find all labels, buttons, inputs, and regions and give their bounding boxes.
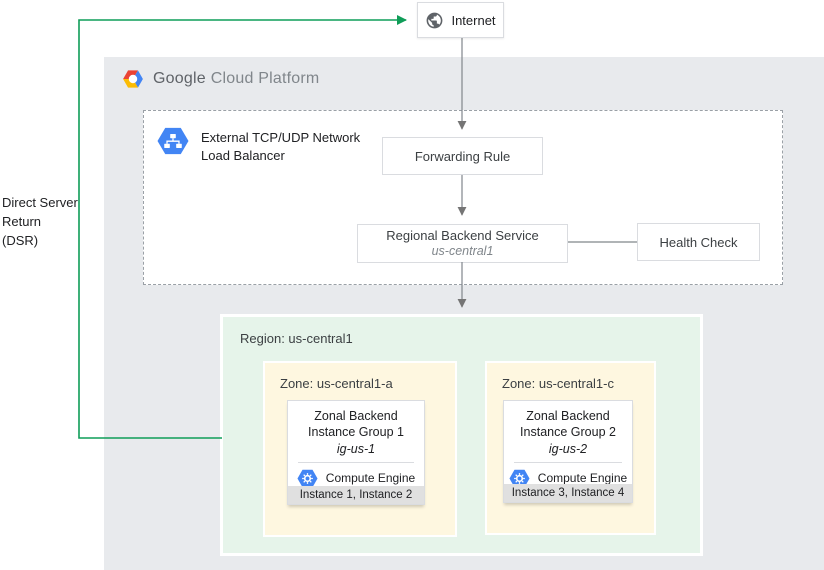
forwarding-rule-label: Forwarding Rule (414, 148, 511, 164)
backend-service-node: Regional Backend Service us-central1 (357, 224, 568, 263)
instance-list: Instance 1, Instance 2 (288, 486, 424, 504)
compute-engine-row: Compute Engine (504, 469, 632, 488)
zone-a-container: Zone: us-central1-a Zonal Backend Instan… (265, 363, 455, 535)
compute-engine-icon (297, 469, 318, 488)
load-balancer-title: External TCP/UDP Network Load Balancer (201, 130, 361, 163)
internet-node: Internet (417, 2, 504, 38)
compute-engine-row: Compute Engine (288, 469, 424, 488)
brand-secondary: Cloud Platform (210, 70, 320, 87)
internet-label: Internet (451, 12, 496, 28)
instance-group-title: Zonal Backend Instance Group 1 (308, 409, 404, 440)
forwarding-rule-node: Forwarding Rule (382, 137, 543, 175)
compute-engine-label: Compute Engine (537, 471, 628, 486)
compute-engine-icon (509, 469, 530, 488)
backend-service-title: Regional Backend Service (386, 227, 539, 243)
globe-icon (425, 11, 444, 30)
instance-group-card-1: Zonal Backend Instance Group 1 ig-us-1 C… (287, 400, 425, 505)
compute-engine-label: Compute Engine (325, 471, 416, 486)
instance-group-name: ig-us-2 (548, 441, 588, 456)
region-label: Region: us-central1 (240, 331, 353, 346)
backend-service-subtitle: us-central1 (431, 243, 494, 258)
zone-c-container: Zone: us-central1-c Zonal Backend Instan… (487, 363, 654, 533)
card-divider (514, 461, 622, 463)
region-container: Region: us-central1 Zone: us-central1-a … (223, 317, 700, 553)
load-balancer-icon (157, 127, 189, 155)
instance-list: Instance 3, Instance 4 (504, 484, 632, 502)
dsr-label: Direct Server Return (DSR) (2, 195, 78, 248)
load-balancer-header: External TCP/UDP Network Load Balancer (157, 127, 361, 164)
health-check-node: Health Check (637, 223, 760, 261)
zone-c-label: Zone: us-central1-c (502, 376, 614, 391)
brand-primary: Google (153, 70, 206, 87)
instance-group-card-2: Zonal Backend Instance Group 2 ig-us-2 C… (503, 400, 633, 503)
gcp-logo-icon (122, 68, 144, 90)
instance-group-title: Zonal Backend Instance Group 2 (520, 409, 616, 440)
card-divider (298, 461, 414, 463)
zone-a-label: Zone: us-central1-a (280, 376, 393, 391)
health-check-label: Health Check (659, 234, 738, 250)
instance-group-name: ig-us-1 (336, 441, 376, 456)
